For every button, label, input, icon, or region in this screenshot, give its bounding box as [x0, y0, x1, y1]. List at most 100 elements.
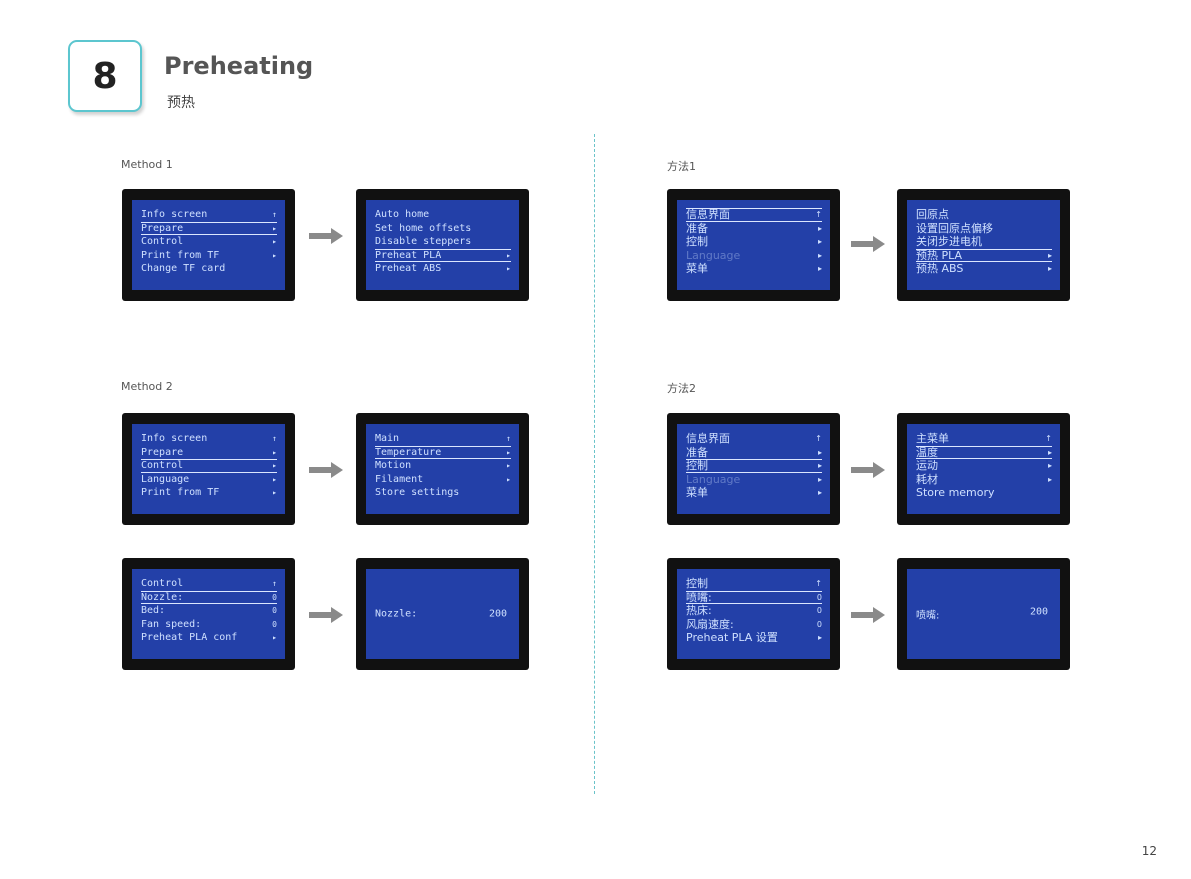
lcd-menu-indicator: ↑: [272, 210, 277, 219]
lcd-menu-indicator: ▸: [272, 447, 277, 457]
lcd-menu-label: Bed:: [141, 605, 166, 616]
lcd-menu-item: Disable steppers: [375, 235, 511, 249]
lcd-menu-item: Auto home: [375, 208, 511, 222]
lcd-menu-item-selected: 温度▸: [916, 445, 1052, 459]
lcd-menu-item-selected: Temperature▸: [375, 445, 511, 459]
lcd-menu-indicator: ▸: [817, 461, 822, 470]
lcd-menu-label: 耗材: [916, 472, 938, 486]
lcd-menu-indicator: ▸: [817, 633, 822, 642]
lcd-menu-item: Main↑: [375, 432, 511, 446]
lcd-menu-item: 耗材▸: [916, 473, 1052, 487]
lcd-menu-label: Print from TF: [141, 487, 220, 498]
lcd-menu-indicator: ▸: [817, 250, 822, 260]
lcd-menu-label: Control: [141, 578, 184, 589]
method-2-label-cn: 方法2: [667, 382, 696, 395]
lcd-menu-item-selected: 喷嘴:0: [686, 590, 822, 604]
lcd-menu-indicator: ▸: [817, 223, 822, 233]
lcd-menu-item: 主菜单 ↑: [916, 432, 1052, 446]
lcd-menu-label: Preheat ABS: [375, 263, 442, 274]
lcd-menu-item: 设置回原点偏移: [916, 222, 1052, 236]
lcd-menu-indicator: 0: [272, 592, 277, 602]
center-divider: [594, 134, 595, 794]
lcd-value-label: 喷嘴:: [916, 610, 940, 622]
lcd-menu-label: Auto home: [375, 209, 430, 220]
lcd-menu-label: Filament: [375, 473, 424, 485]
lcd-menu-label: Disable steppers: [375, 236, 472, 247]
lcd-menu-indicator: ▸: [272, 237, 277, 246]
lcd-screen: 喷嘴: 200: [907, 569, 1060, 659]
lcd-menu-label: 控制: [686, 235, 708, 248]
lcd-panel: Info screen↑Prepare▸Control▸Print from T…: [122, 189, 295, 301]
lcd-menu-label: 控制: [686, 577, 708, 590]
lcd-menu-indicator: ▸: [1047, 250, 1052, 260]
lcd-menu-item: 信息界面↑: [686, 432, 822, 446]
lcd-screen: Main↑Temperature▸Motion▸Filament▸Store s…: [366, 424, 519, 514]
lcd-menu-label: 准备: [686, 445, 708, 459]
lcd-panel: Nozzle:200: [356, 558, 529, 670]
lcd-menu-label: 设置回原点偏移: [916, 221, 993, 235]
page-number: 12: [1141, 844, 1157, 858]
lcd-menu-item: Motion▸: [375, 459, 511, 473]
right-arrow-icon: [851, 236, 885, 252]
lcd-menu-indicator: 0: [816, 606, 822, 615]
lcd-screen: Info screen↑Prepare▸Control▸Language▸Pri…: [132, 424, 285, 514]
lcd-panel: 回原点设置回原点偏移关闭步进电机预热 PLA▸预热 ABS▸: [897, 189, 1070, 301]
lcd-menu-item: 菜单▸: [686, 262, 822, 276]
lcd-menu-item: Change TF card: [141, 262, 277, 276]
lcd-screen: 信息界面↑准备▸控制▸Language▸菜单▸: [677, 424, 830, 514]
lcd-menu-indicator: ▸: [1047, 461, 1052, 470]
lcd-menu-indicator: ▸: [506, 250, 511, 260]
lcd-menu-label: Control: [141, 236, 184, 247]
lcd-menu-item: Store memory: [916, 486, 1052, 500]
lcd-menu-label: Preheat PLA 设置: [686, 631, 778, 644]
lcd-value-row: Nozzle:200: [375, 609, 507, 620]
method-1-label-cn: 方法1: [667, 160, 696, 173]
lcd-menu-label: 信息界面: [686, 208, 730, 221]
lcd-menu-indicator: ▸: [272, 223, 277, 233]
lcd-menu-label: 主菜单: [916, 432, 949, 445]
lcd-value-row: 喷嘴: 200: [916, 607, 1048, 622]
lcd-menu-item: 风扇速度:0: [686, 618, 822, 632]
lcd-menu-indicator: ↑: [815, 434, 822, 443]
lcd-value: 200: [1029, 606, 1048, 618]
lcd-menu-label: Store memory: [916, 486, 995, 499]
lcd-menu-label: Main: [375, 433, 400, 444]
lcd-menu-indicator: ▸: [1047, 264, 1052, 273]
lcd-menu-item: Info screen↑: [141, 208, 277, 222]
lcd-menu-item: Prepare▸: [141, 446, 277, 460]
lcd-menu-label: Motion: [375, 460, 412, 471]
lcd-menu-label: Set home offsets: [375, 222, 472, 234]
lcd-menu-item: Print from TF▸: [141, 486, 277, 500]
lcd-menu-label: 准备: [686, 221, 708, 235]
lcd-menu-item: 回原点: [916, 208, 1052, 222]
lcd-menu-indicator: ▸: [272, 474, 277, 484]
lcd-menu-item: Info screen↑: [141, 432, 277, 446]
lcd-menu-label: Temperature: [375, 446, 442, 458]
lcd-menu-indicator: ▸: [272, 461, 277, 470]
method-2-label: Method 2: [121, 380, 173, 393]
lcd-screen: Nozzle:200: [366, 569, 519, 659]
lcd-menu-indicator: ▸: [817, 488, 822, 497]
lcd-menu-label: Preheat PLA conf: [141, 632, 238, 643]
lcd-menu-indicator: 0: [816, 619, 822, 629]
lcd-menu-item: Preheat ABS▸: [375, 262, 511, 276]
right-arrow-icon: [309, 228, 343, 244]
lcd-menu-indicator: ▸: [817, 474, 822, 484]
lcd-menu-label: Change TF card: [141, 263, 226, 274]
lcd-menu-label: 预热 ABS: [916, 262, 964, 275]
lcd-menu-item-selected: Preheat PLA▸: [375, 248, 511, 262]
lcd-menu-indicator: 0: [816, 592, 822, 602]
lcd-menu-indicator: ▸: [506, 474, 511, 484]
lcd-menu-label: 温度: [916, 445, 938, 459]
lcd-menu-item-selected: Prepare▸: [141, 221, 277, 235]
lcd-menu-indicator: ↑: [815, 579, 822, 588]
lcd-menu-item-selected: Control▸: [141, 459, 277, 473]
lcd-panel: 信息界面↑准备▸控制▸Language▸菜单▸: [667, 413, 840, 525]
lcd-menu-indicator: ↑: [1045, 434, 1052, 443]
lcd-panel: 主菜单↑温度▸运动▸耗材▸Store memory: [897, 413, 1070, 525]
